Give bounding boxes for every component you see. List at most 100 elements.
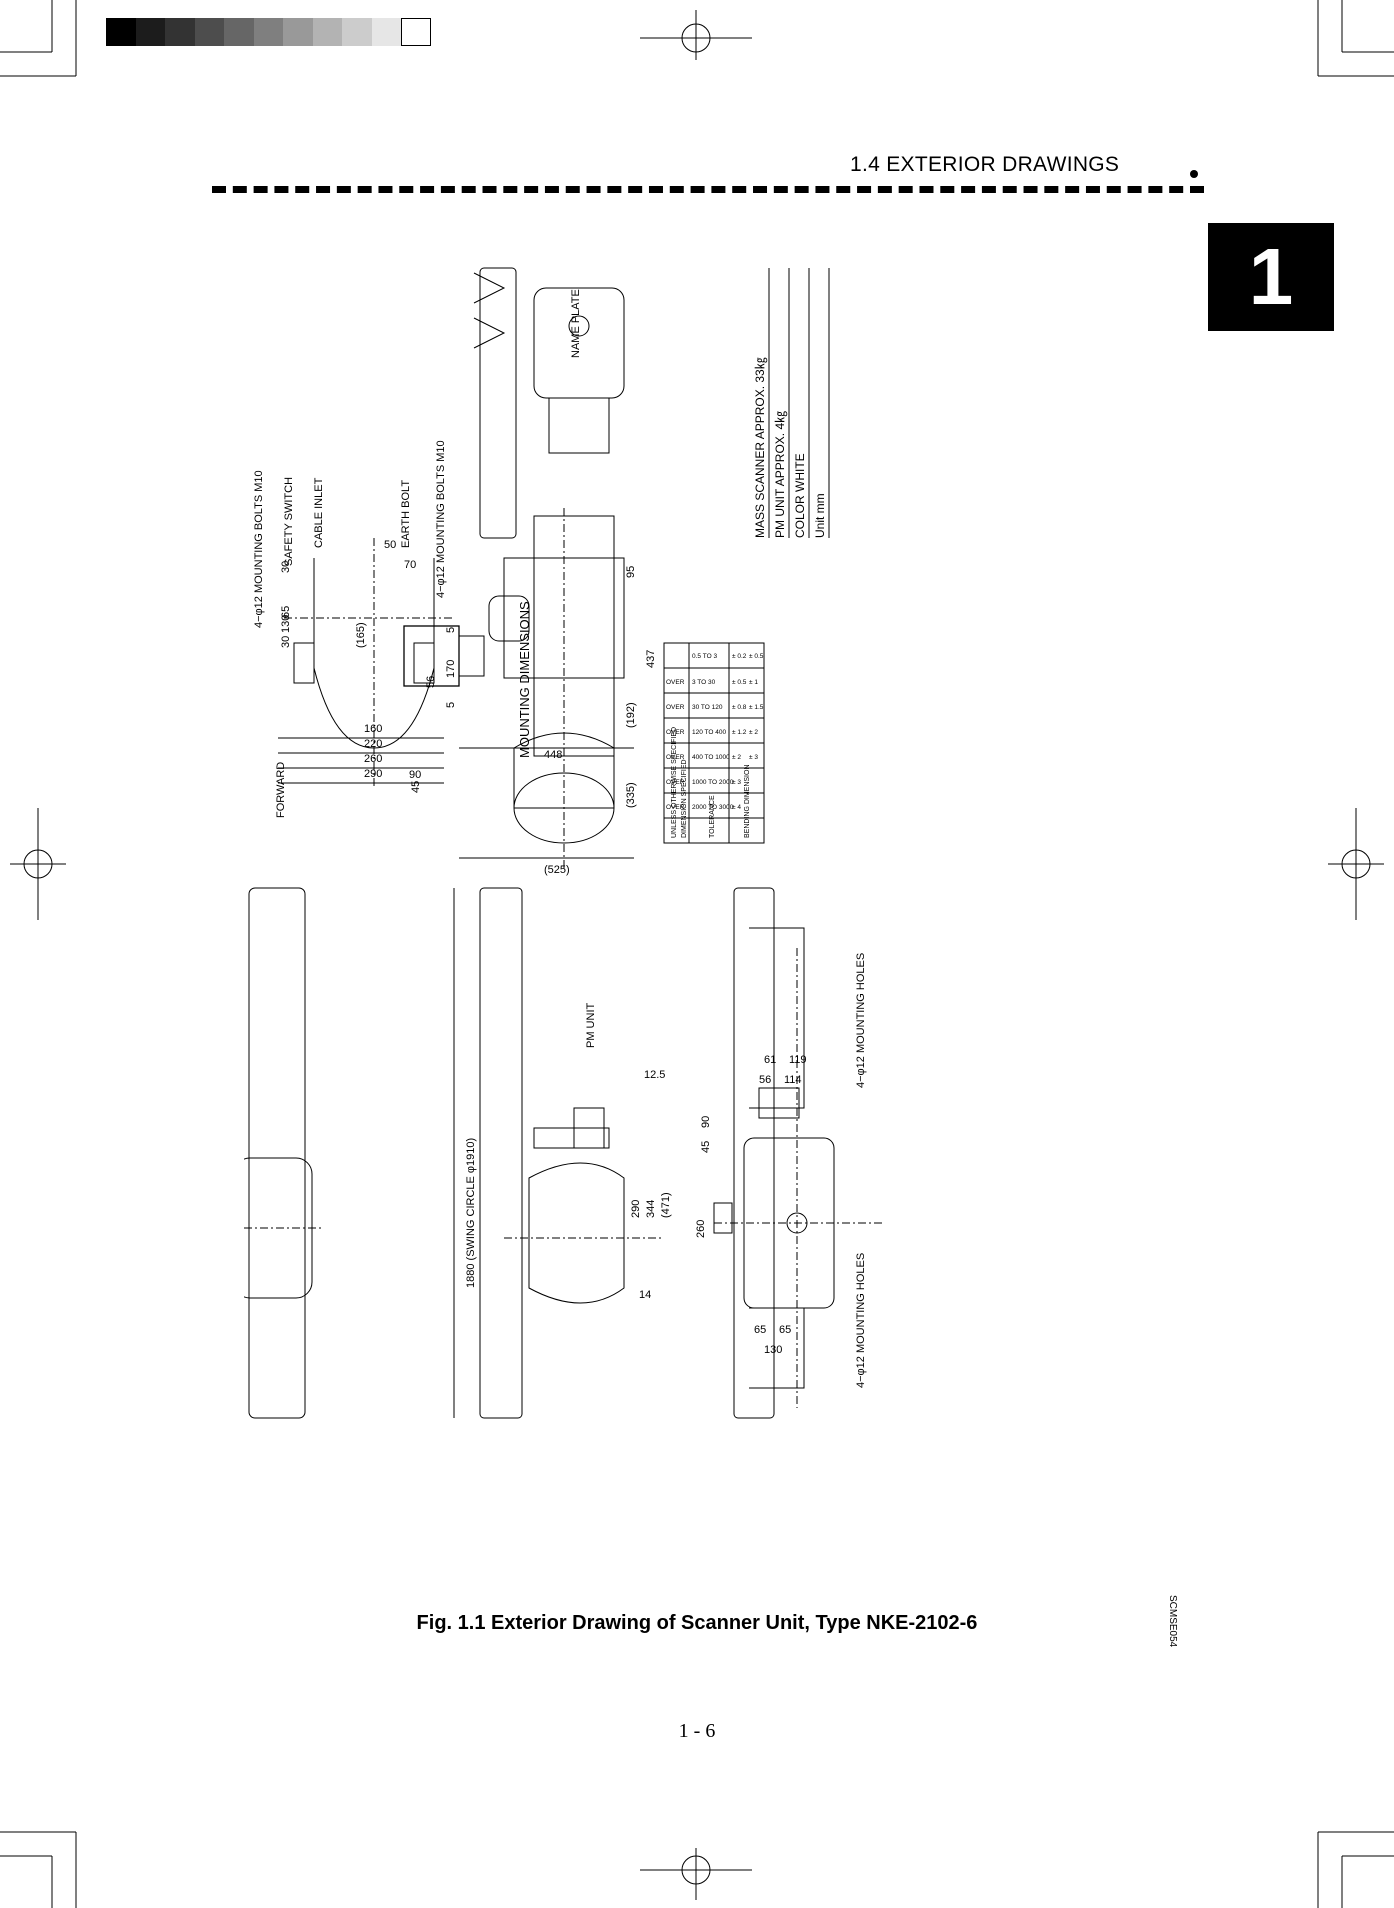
dim-525: (525) — [544, 864, 570, 876]
tol-row-3-range: 30 TO 120 — [692, 704, 723, 711]
tol-row-3-tol: ± 0.8 — [732, 704, 747, 711]
label-cable-inlet: CABLE INLET — [313, 477, 325, 548]
label-mounting-bolts-side: 4−φ12 MOUNTING BOLTS M10 — [435, 440, 447, 598]
dim-56: 56 — [425, 676, 437, 688]
tol-row-4-bend: ± 2 — [749, 729, 758, 736]
tol-row-2-bend: ± 1 — [749, 679, 758, 686]
dim-437: 437 — [645, 650, 657, 668]
spec-color: COLOR WHITE — [793, 453, 807, 538]
dim-170: 170 — [445, 660, 457, 678]
spec-unit: Unit mm — [813, 493, 827, 538]
tol-row-6-tol: ± 3 — [732, 779, 741, 786]
figure-caption: Fig. 1.1 Exterior Drawing of Scanner Uni… — [416, 1612, 978, 1634]
page-number: 1 - 6 — [678, 1720, 716, 1742]
label-earth-bolt: EARTH BOLT — [400, 480, 412, 548]
section-header: 1.4 EXTERIOR DRAWINGS — [850, 153, 1120, 176]
label-forward: FORWARD — [275, 762, 287, 818]
tol-row-7-tol: ± 4 — [732, 804, 741, 811]
tolerance-col-bending: BENDING DIMENSION — [744, 764, 751, 838]
spec-mass-pm: PM UNIT APPROX. 4㎏ — [773, 411, 787, 538]
label-pm-unit: PM UNIT — [585, 1003, 597, 1049]
antenna-top-view — [244, 887, 324, 1419]
dim-130: 130 — [280, 615, 292, 633]
tolerance-title: UNLESS OTHERWISE SPECIFIED — [671, 727, 678, 838]
header-dashed-rule — [212, 186, 1204, 193]
tol-row-6-prefix: OVER — [666, 779, 685, 786]
dim-30a: 30 — [280, 636, 292, 648]
exterior-drawing: 4−φ12 MOUNTING BOLTS M10 SAFETY SWITCH C… — [244, 248, 1102, 1618]
dim-335: (335) — [625, 782, 637, 808]
label-mounting-holes-bottom: 4−φ12 MOUNTING HOLES — [855, 1253, 867, 1388]
tol-row-4-prefix: OVER — [666, 729, 685, 736]
tol-row-7-range: 2000 TO 3000 — [692, 804, 734, 811]
antenna-end-view — [473, 267, 625, 539]
tol-row-5-tol: ± 2 — [732, 754, 741, 761]
dim-5b: 5 — [445, 702, 457, 708]
registration-gray-strip — [106, 18, 431, 46]
dim-90b: 90 — [700, 1116, 712, 1128]
dim-130b: 130 — [764, 1344, 782, 1356]
dim-290b: 290 — [630, 1200, 642, 1218]
label-swing-circle: 1880 (SWING CIRCLE φ1910) — [465, 1138, 477, 1288]
tol-row-1-tol: ± 0.2 — [732, 653, 747, 660]
tol-row-1-bend: ± 0.5 — [749, 653, 764, 660]
tol-row-5-bend: ± 3 — [749, 754, 758, 761]
dim-12-5: 12.5 — [644, 1069, 665, 1081]
dim-119: 119 — [789, 1054, 807, 1066]
dim-192: (192) — [625, 702, 637, 728]
chapter-tab: 1 — [1208, 223, 1334, 331]
tol-row-4-range: 120 TO 400 — [692, 729, 726, 736]
dim-70: 70 — [404, 559, 416, 571]
dim-50: 50 — [384, 539, 396, 551]
header-bullet — [1190, 170, 1198, 178]
dim-165: (165) — [355, 622, 367, 648]
tolerance-col-tolerance: TOLERANCE — [709, 795, 716, 838]
dim-95: 95 — [625, 566, 637, 578]
dim-5a: 5 — [445, 627, 457, 633]
dim-65: 65 — [280, 606, 292, 618]
tol-row-6-range: 1000 TO 2000 — [692, 779, 734, 786]
label-mounting-dimensions: MOUNTING DIMENSIONS — [517, 601, 532, 758]
dim-290: 290 — [364, 768, 382, 780]
dim-344: 344 — [645, 1200, 657, 1218]
tolerance-table-lines — [663, 642, 765, 844]
dim-260b: 260 — [695, 1220, 707, 1238]
label-mounting-bolts-top: 4−φ12 MOUNTING BOLTS M10 — [253, 470, 265, 628]
antenna-bottom-view — [713, 887, 884, 1419]
antenna-side-view — [453, 887, 664, 1419]
dim-114: 114 — [784, 1074, 802, 1086]
tol-row-5-prefix: OVER — [666, 754, 685, 761]
dim-14: 14 — [639, 1289, 651, 1301]
tol-row-2-prefix: OVER — [666, 679, 685, 686]
dim-61: 61 — [764, 1054, 776, 1066]
dim-260: 260 — [364, 753, 382, 765]
dim-45b: 45 — [700, 1141, 712, 1153]
tol-row-3-prefix: OVER — [666, 704, 685, 711]
dim-471: (471) — [660, 1192, 672, 1218]
tol-row-2-range: 3 TO 30 — [692, 679, 716, 686]
tolerance-col-dimension: DIMENSION SPECIFIED — [681, 759, 688, 838]
dim-220: 220 — [364, 738, 382, 750]
dim-90: 90 — [409, 769, 421, 781]
spec-mass-scanner: MASS SCANNER APPROX. 33㎏ — [753, 357, 767, 538]
dim-30b: 30 — [280, 561, 292, 573]
tol-row-3-bend: ± 1.5 — [749, 704, 764, 711]
label-safety-switch: SAFETY SWITCH — [283, 477, 295, 566]
chapter-number: 1 — [1248, 232, 1294, 321]
dim-65b: 65 — [754, 1324, 766, 1336]
dim-448: 448 — [544, 749, 562, 761]
scanner-side-view-top — [459, 508, 634, 868]
tol-row-7-prefix: OVER — [666, 804, 685, 811]
label-mounting-holes-top: 4−φ12 MOUNTING HOLES — [855, 953, 867, 1088]
label-name-plate: NAME PLATE — [570, 289, 582, 358]
tol-row-4-tol: ± 1.2 — [732, 729, 747, 736]
dim-45: 45 — [410, 781, 422, 793]
tol-row-2-tol: ± 0.5 — [732, 679, 747, 686]
tol-row-5-range: 400 TO 1000 — [692, 754, 730, 761]
tol-row-1-range: 0.5 TO 3 — [692, 653, 717, 660]
dim-160: 160 — [364, 723, 382, 735]
mounting-plan-view — [278, 538, 485, 788]
dim-65c: 65 — [779, 1324, 791, 1336]
dim-56b: 56 — [759, 1074, 771, 1086]
